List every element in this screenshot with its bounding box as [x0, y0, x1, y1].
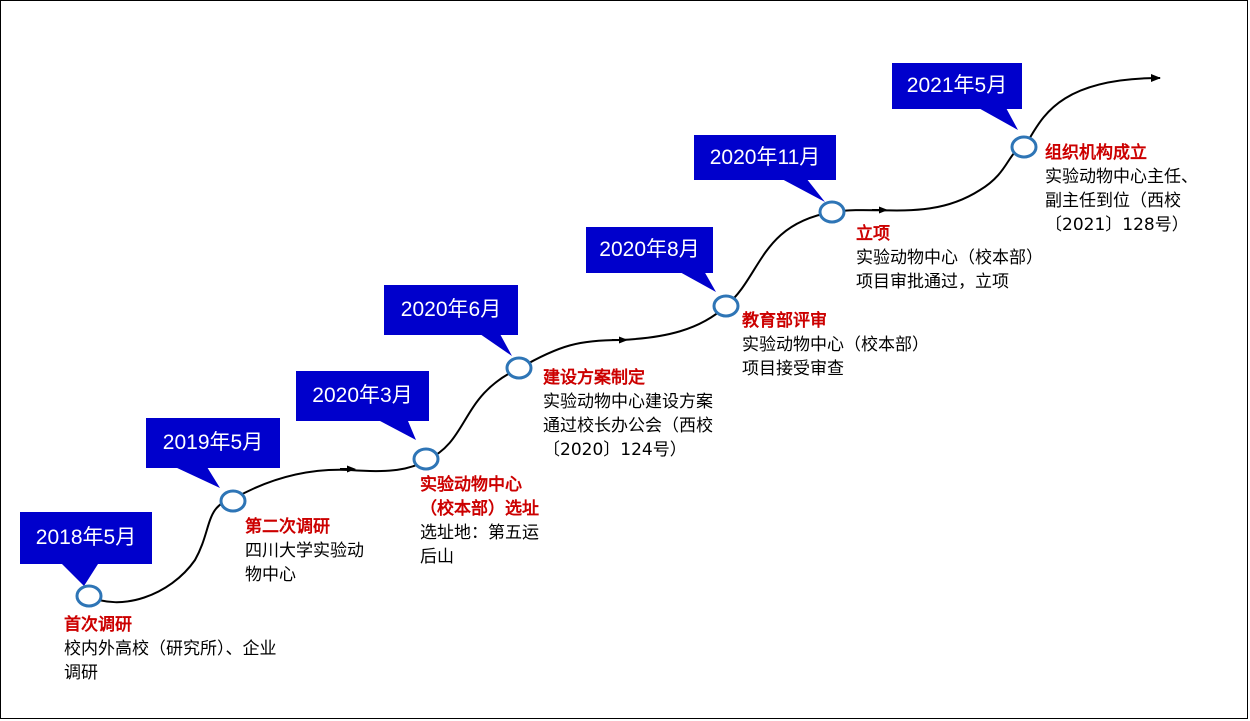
milestone-title: 教育部评审 [742, 311, 827, 331]
date-label: 2021年5月 [906, 74, 1008, 97]
date-label: 2020年11月 [709, 146, 821, 169]
date-label: 2020年3月 [312, 384, 413, 407]
pointer-2020-8 [678, 271, 716, 292]
milestone-label-2018-5: 首次调研 校内外高校（研究所）、企业 调研 [64, 613, 324, 685]
milestone-desc: 四川大学实验动 物中心 [245, 541, 364, 585]
milestone-label-2020-3: 实验动物中心 （校本部）选址 选址地：第五运 后山 [420, 473, 590, 569]
date-label: 2019年5月 [162, 431, 264, 454]
date-label: 2020年6月 [400, 298, 502, 321]
milestone-label-2020-8: 教育部评审 实验动物中心（校本部） 项目接受审查 [742, 309, 982, 381]
milestone-label-2020-11: 立项 实验动物中心（校本部） 项目审批通过，立项 [856, 222, 1096, 294]
pointer-2018-5 [62, 564, 98, 586]
node-2021-5 [1010, 135, 1038, 159]
milestone-desc: 实验动物中心（校本部） 项目审批通过，立项 [856, 248, 1043, 292]
milestone-title: 组织机构成立 [1045, 143, 1147, 163]
milestone-desc: 实验动物中心主任、 副主任到位（西校 〔2021〕128号） [1045, 167, 1198, 235]
pointer-2020-3 [380, 421, 416, 440]
milestone-desc: 实验动物中心（校本部） 项目接受审查 [742, 335, 929, 379]
callout-pointers [62, 106, 1018, 586]
milestone-desc: 实验动物中心建设方案 通过校长办公会（西校 〔2020〕124号） [543, 392, 713, 460]
milestone-desc: 校内外高校（研究所）、企业 调研 [64, 639, 277, 683]
pointer-2019-5 [175, 467, 220, 488]
date-label: 2020年8月 [599, 238, 700, 261]
milestone-title: 首次调研 [64, 615, 132, 635]
node-2020-6 [505, 356, 533, 380]
node-2020-8 [712, 294, 740, 318]
node-2018-5 [75, 584, 103, 608]
milestone-title: 建设方案制定 [543, 368, 645, 388]
milestone-desc: 选址地：第五运 后山 [420, 523, 539, 567]
pointer-2021-5 [975, 106, 1018, 130]
node-2019-5 [219, 489, 247, 513]
milestone-title: 立项 [856, 224, 890, 244]
milestone-label-2021-5: 组织机构成立 实验动物中心主任、 副主任到位（西校 〔2021〕128号） [1045, 141, 1245, 237]
pointer-2020-6 [480, 334, 512, 356]
date-label: 2018年5月 [35, 526, 137, 549]
milestone-label-2020-6: 建设方案制定 实验动物中心建设方案 通过校长办公会（西校 〔2020〕124号） [543, 366, 773, 462]
milestone-title: 实验动物中心 （校本部）选址 [420, 475, 539, 519]
node-2020-11 [818, 200, 846, 224]
milestone-label-2019-5: 第二次调研 四川大学实验动 物中心 [245, 515, 395, 587]
node-2020-3 [412, 447, 440, 471]
pointer-2020-11 [780, 178, 825, 202]
milestone-title: 第二次调研 [245, 517, 330, 537]
timeline-nodes [75, 135, 1038, 608]
